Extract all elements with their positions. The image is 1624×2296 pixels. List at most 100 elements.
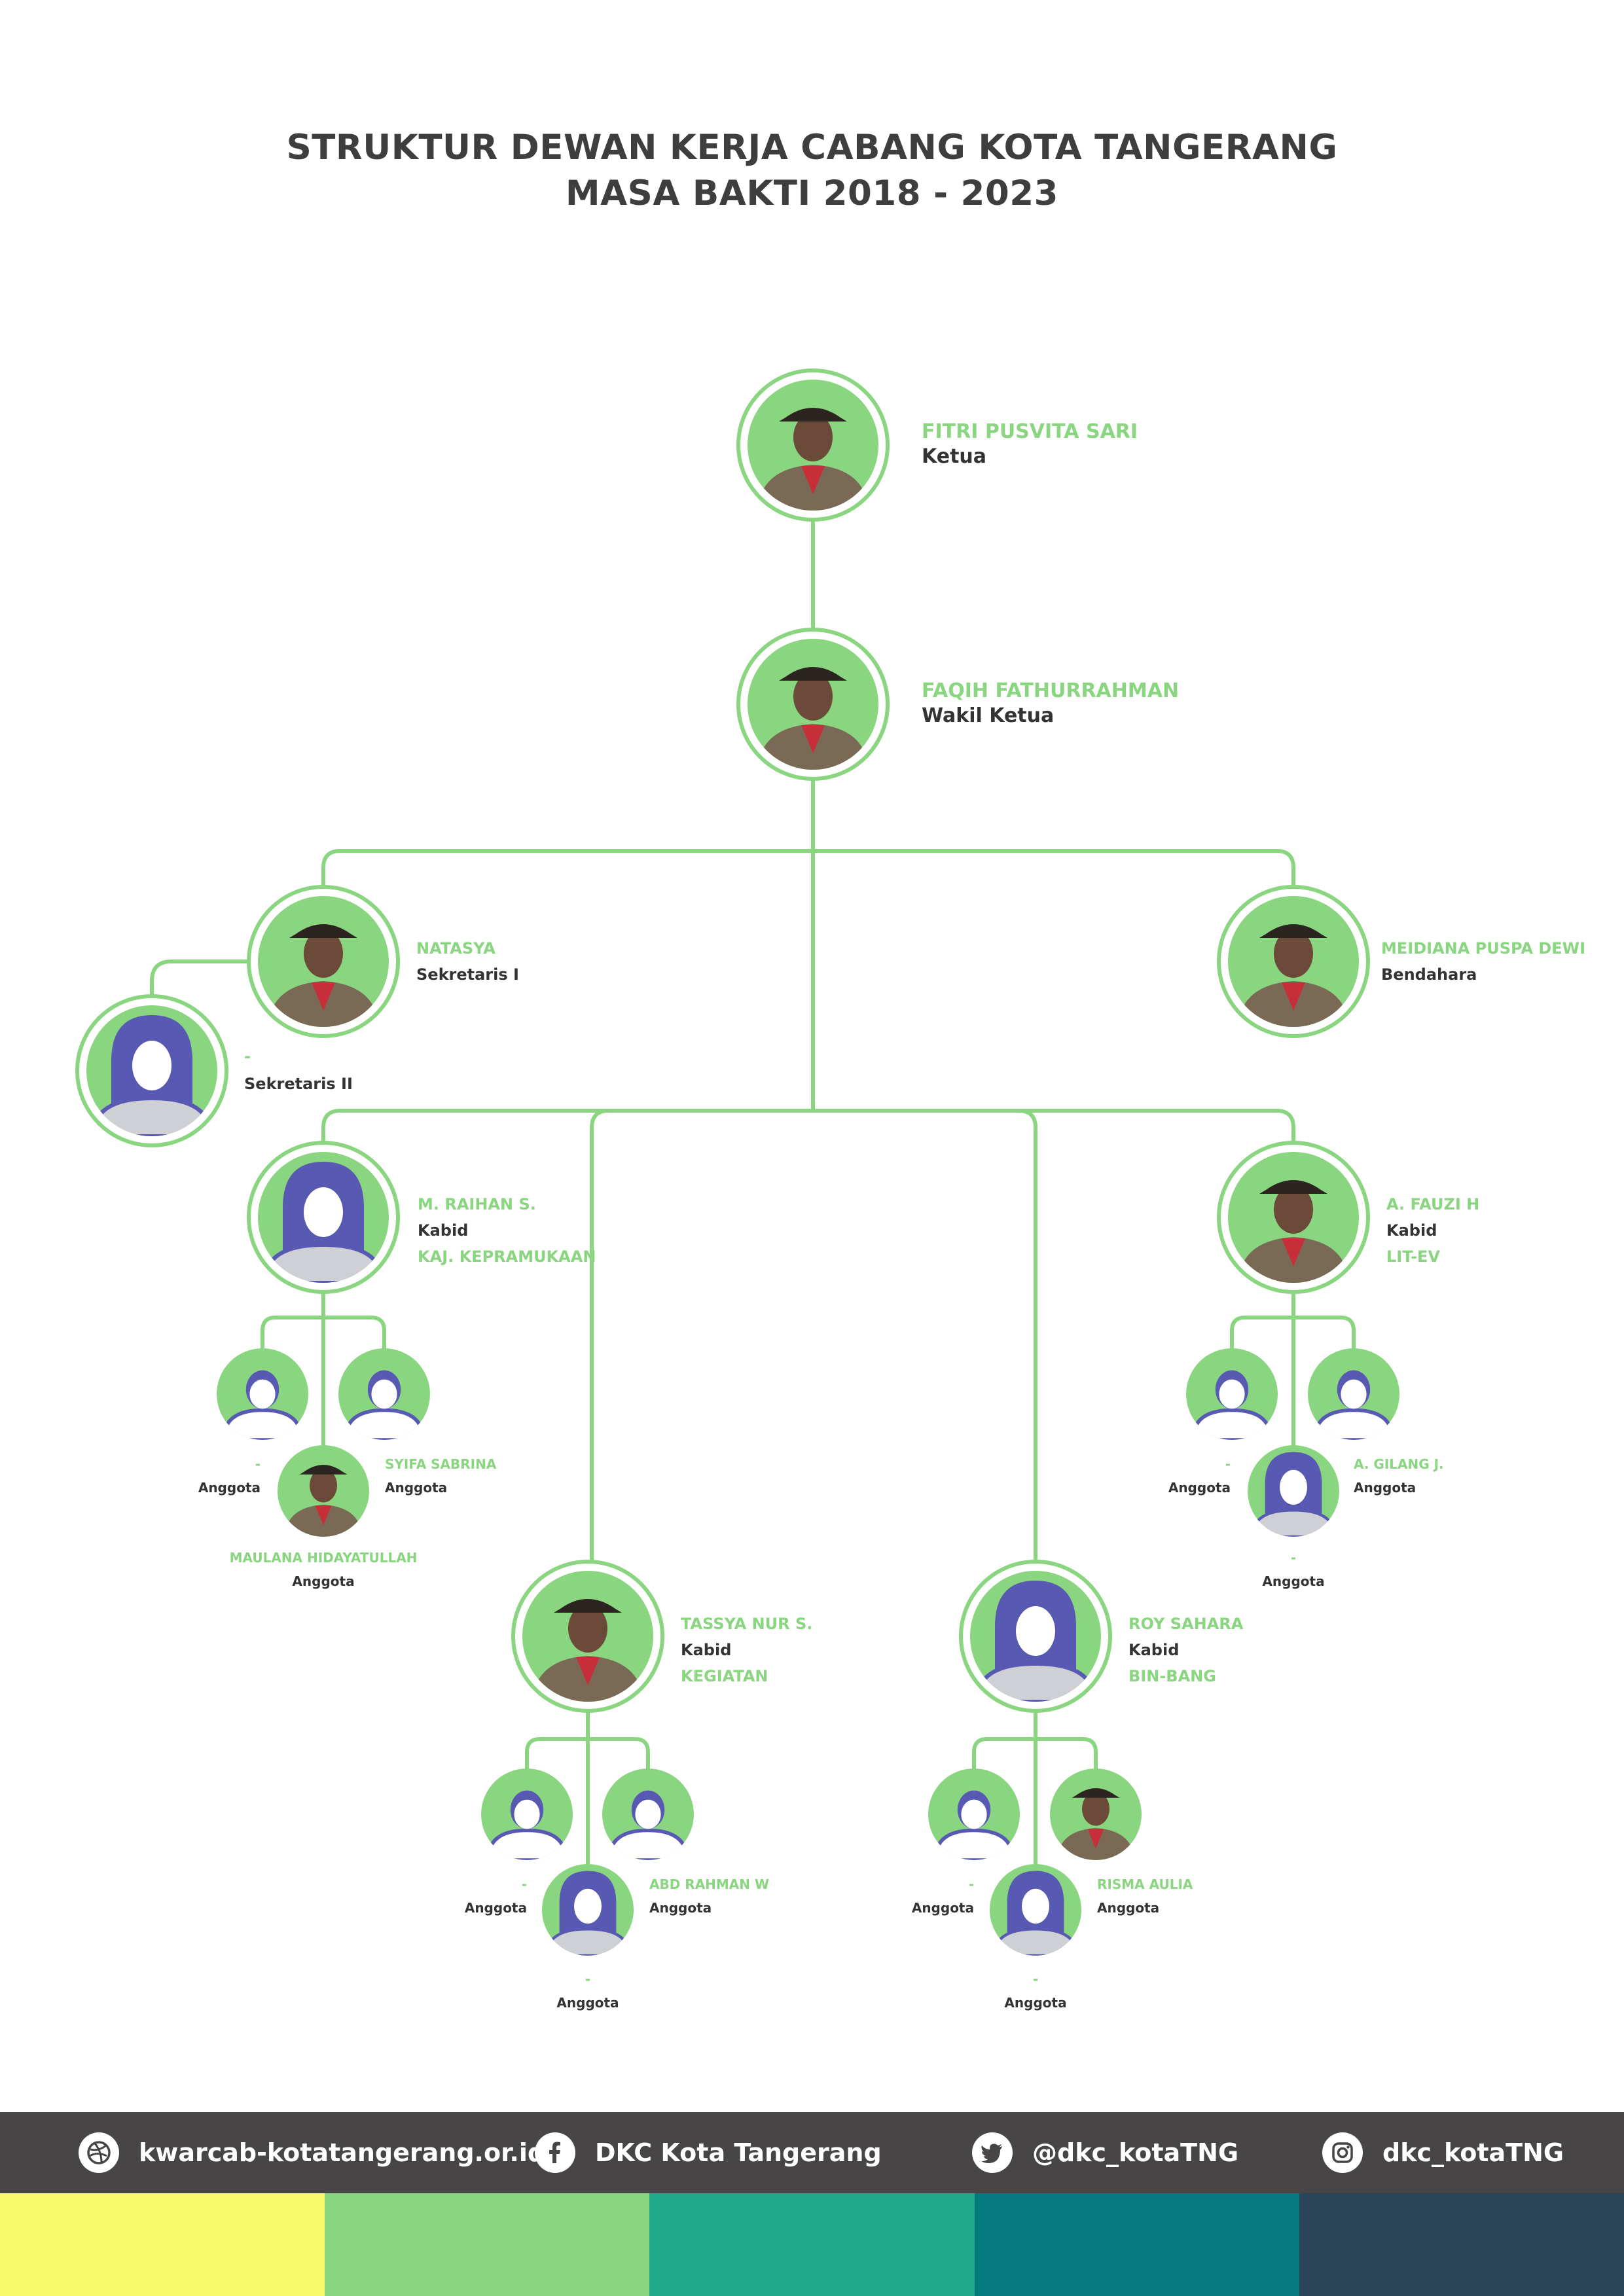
node-bin_a1[interactable] [928,1768,1020,1860]
footer-website[interactable]: kwarcab-kotatangerang.or.id [79,2112,545,2193]
member-division: LIT-EV [1386,1247,1440,1266]
face-shape [514,1799,540,1829]
face-shape [1274,929,1313,978]
body-shape [486,1828,568,1860]
node-lit_a3[interactable] [1248,1445,1339,1537]
avatar [1238,1180,1349,1283]
node-bin_a3[interactable] [990,1864,1081,1956]
member-role: Anggota [385,1480,448,1496]
member-role: Ketua [922,445,987,468]
member-name: MEIDIANA PUSPA DEWI [1381,939,1586,958]
member-name: FAQIH FATHURRAHMAN [922,679,1180,702]
avatar [757,667,869,770]
face-shape [1082,1791,1110,1826]
avatar [532,1599,643,1702]
member-name: A. FAUZI H [1386,1195,1480,1213]
hat-shape [779,408,847,422]
scarf-shape [576,1657,600,1685]
avatar [284,1465,363,1537]
avatar [262,1162,385,1283]
face-shape [793,672,833,721]
node-sekretaris1[interactable] [247,885,400,1038]
body-shape [607,1828,689,1860]
instagram-icon [1322,2132,1363,2173]
member-role: Sekretaris I [416,965,519,984]
member-role: Kabid [681,1641,732,1659]
twitter-link[interactable]: @dkc_kotaTNG [1032,2138,1239,2167]
node-sekretaris2[interactable] [75,994,228,1147]
member-role: Anggota [649,1900,712,1916]
member-nodes [75,368,1399,1956]
member-name: M. RAIHAN S. [418,1195,536,1213]
node-kabid_bin[interactable] [959,1560,1112,1713]
member-name: - [255,1456,261,1472]
footer-facebook[interactable]: DKC Kota Tangerang [535,2112,882,2193]
color-strip-4 [975,2193,1299,2296]
face-shape [310,1468,337,1503]
member-role: Anggota [1004,1995,1067,2011]
connector-lines [150,517,1356,1869]
avatar [757,408,869,511]
body-shape [933,1828,1015,1860]
scarf-shape [801,725,825,753]
avatar [90,1015,213,1136]
member-role: Anggota [556,1995,619,2011]
avatar [343,1370,425,1440]
node-bendahara[interactable] [1217,885,1370,1038]
member-division: BIN-BANG [1128,1667,1216,1685]
member-role: Wakil Ketua [922,704,1055,727]
face-shape [1016,1606,1055,1656]
facebook-link[interactable]: DKC Kota Tangerang [595,2138,882,2167]
member-name: A. GILANG J. [1354,1456,1444,1472]
member-name: - [244,1047,251,1066]
node-kaj_a1[interactable] [217,1348,308,1440]
face-shape [249,1379,276,1409]
member-role: Anggota [911,1900,974,1916]
node-bin_a2[interactable] [1050,1768,1142,1860]
node-lit_a2[interactable] [1308,1348,1399,1440]
member-role: Anggota [1262,1573,1325,1589]
node-kabid_kaj[interactable] [247,1141,400,1294]
member-name: ROY SAHARA [1128,1615,1244,1633]
member-role: Anggota [464,1900,527,1916]
face-shape [1022,1888,1049,1924]
color-strip-2 [325,2193,649,2296]
face-shape [1280,1469,1307,1505]
body-shape [221,1408,304,1440]
member-role: Anggota [1354,1480,1416,1496]
node-kabid_litev[interactable] [1217,1141,1370,1294]
node-lit_a1[interactable] [1186,1348,1278,1440]
node-wakil[interactable] [736,628,890,781]
face-shape [304,1187,343,1237]
body-shape [1312,1408,1395,1440]
website-link[interactable]: kwarcab-kotatangerang.or.id [139,2138,546,2167]
instagram-link[interactable]: dkc_kotaTNG [1382,2138,1564,2167]
node-kaj_a3[interactable] [278,1445,369,1537]
hat-shape [779,667,847,681]
node-keg_a1[interactable] [481,1768,573,1860]
scarf-shape [1282,982,1305,1011]
body-shape [545,1928,631,1956]
page-title-line2: MASA BAKTI 2018 - 2023 [565,173,1059,213]
face-shape [304,929,343,978]
hat-shape [1259,1180,1327,1194]
node-kabid_keg[interactable] [511,1560,664,1713]
member-name: - [1032,1971,1039,1987]
footer-instagram[interactable]: dkc_kotaTNG [1322,2112,1564,2193]
dribbble-icon [79,2132,119,2173]
node-keg_a3[interactable] [542,1864,634,1956]
color-strip-1 [0,2193,325,2296]
node-ketua[interactable] [736,368,890,522]
member-name: FITRI PUSVITA SARI [922,420,1138,443]
face-shape [568,1604,607,1653]
hat-shape [299,1465,348,1475]
scarf-shape [312,982,335,1011]
member-name: NATASYA [416,939,496,958]
node-keg_a2[interactable] [602,1768,694,1860]
footer-twitter[interactable]: @dkc_kotaTNG [972,2112,1238,2193]
twitter-icon [972,2132,1013,2173]
member-name: - [1290,1550,1297,1566]
node-kaj_a2[interactable] [338,1348,430,1440]
hat-shape [289,924,357,938]
